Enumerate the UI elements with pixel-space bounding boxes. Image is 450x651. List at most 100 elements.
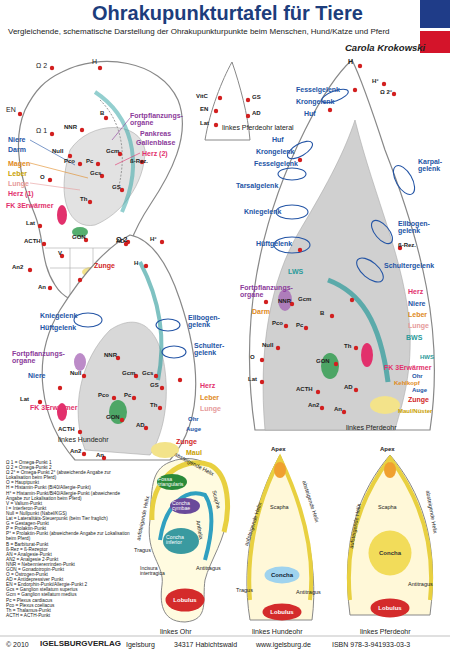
zone-ellipse xyxy=(369,531,412,576)
point-label: Concha cymbae xyxy=(172,501,200,511)
zone-label: Lobulus xyxy=(173,597,196,603)
point-label: FK 3Erwärmer xyxy=(30,404,77,411)
abbreviation-entry: P = Prolaktin-Punkt xyxy=(6,526,134,531)
point-label: FK 3Erwärmer xyxy=(6,202,53,209)
point-label: Niere xyxy=(408,300,426,307)
acupuncture-point xyxy=(88,200,92,204)
point-label: Auge xyxy=(186,426,201,432)
apex-zone xyxy=(384,462,396,478)
point-label: ACTH xyxy=(296,386,313,392)
point-label: Hüftgelenk xyxy=(40,324,76,331)
point-label: B xyxy=(100,110,104,116)
point-label: Ω 2 xyxy=(116,236,127,243)
point-label: Incisura intertragica xyxy=(140,566,176,576)
abbreviation-entry: Null = Nullpunkt (Nabel/KGS) xyxy=(6,511,134,516)
point-label: NNR xyxy=(278,298,291,304)
acupuncture-point xyxy=(98,66,102,70)
point-label: Maul/Nüster xyxy=(398,408,432,414)
point-label: GS xyxy=(112,184,121,190)
acupuncture-point xyxy=(78,430,82,434)
point-label: ß-Rez. xyxy=(398,242,416,248)
joint-zone xyxy=(74,313,102,327)
anthelix-band xyxy=(160,493,211,560)
abbreviation-entry: Ω 2 = Omega-Punkt 2 xyxy=(6,465,134,470)
point-label: Leber xyxy=(8,170,27,177)
helix-band xyxy=(249,458,311,600)
acupuncture-point xyxy=(392,92,396,96)
point-label: Auge xyxy=(412,387,427,393)
acupuncture-point xyxy=(160,240,164,244)
acupuncture-point xyxy=(342,410,346,414)
acupuncture-point xyxy=(48,178,52,182)
abbreviation-entry: AN2 = Analgesie 2-Punkt xyxy=(6,557,134,562)
horse-ear-outline xyxy=(249,60,434,430)
point-label: Null xyxy=(52,148,63,154)
point-label: Ω 1 xyxy=(36,127,47,134)
joint-zone xyxy=(156,319,180,331)
acupuncture-point xyxy=(50,66,54,70)
acupuncture-point xyxy=(120,418,124,422)
point-label: Vergleichende, schematische Darstellung … xyxy=(8,28,390,36)
acupuncture-point xyxy=(284,324,288,328)
zone-gon xyxy=(109,400,127,424)
point-label: Karpal-gelenk xyxy=(418,158,450,172)
point-label: EN xyxy=(200,106,208,112)
point-label: ACTH xyxy=(24,238,41,244)
acupuncture-point xyxy=(354,346,358,350)
abbreviation-entry: Th = Thalamus-Punkt xyxy=(6,608,134,613)
zone-mouth xyxy=(370,396,400,414)
spine-zone xyxy=(95,92,133,212)
acupuncture-point xyxy=(320,406,324,410)
point-label: Tragus xyxy=(236,588,253,594)
point-label: An xyxy=(38,284,46,290)
acupuncture-point xyxy=(42,242,46,246)
abbreviation-entry: ß-Rez = ß-Rezeptor xyxy=(6,547,134,552)
dog-ear-outline xyxy=(42,235,195,460)
point-label: aufsteigende Helix xyxy=(136,496,151,541)
zone-label: Concha xyxy=(271,572,293,578)
point-label: Carola Krokowski xyxy=(345,43,425,53)
point-label: Fortpflanzungs-organe xyxy=(130,112,190,126)
acupuncture-point xyxy=(50,132,54,136)
joint-ellipses xyxy=(274,87,419,287)
acupuncture-point xyxy=(298,248,302,252)
abbreviation-entry: AD = Antidepressiver Punkt xyxy=(6,577,134,582)
acupuncture-point xyxy=(48,286,52,290)
point-label: www.igelsburg.de xyxy=(256,641,311,648)
point-label: Lunge xyxy=(8,180,29,187)
point-label: Pc xyxy=(86,158,93,164)
acupuncture-point xyxy=(218,96,222,100)
point-label: Ω 2 xyxy=(36,62,47,69)
joint-zone xyxy=(278,168,306,180)
zone-ellipse xyxy=(263,604,302,621)
point-label: Antitragus xyxy=(408,582,433,588)
zone-genital xyxy=(74,353,86,371)
point-label: H° xyxy=(150,236,157,242)
point-label: Tarsalgelenk xyxy=(236,182,278,189)
point-label: Ω 2° xyxy=(380,89,392,95)
point-label: Ellbogen-gelenk xyxy=(188,314,222,328)
point-label: ACTH xyxy=(58,426,75,432)
point-label: Krongelenk xyxy=(296,98,335,105)
abbreviation-entry: EN = Endorphin-Punkt/Allergie-Punkt 2 xyxy=(6,582,134,587)
point-label: An2 xyxy=(308,402,319,408)
acupuncture-point xyxy=(260,358,264,362)
point-label: Krongelenk xyxy=(256,148,295,155)
point-label: H xyxy=(134,260,138,266)
abbreviation-entry: Ω 1 = Omega-Punkt 1 xyxy=(6,460,134,465)
anatomy-zone: Lobulus xyxy=(262,603,302,621)
acupuncture-point xyxy=(350,298,354,302)
point-label: Fesselgelenk xyxy=(296,86,340,93)
zone-genital xyxy=(278,289,292,311)
point-label: AD xyxy=(252,110,261,116)
joint-zone xyxy=(353,254,388,287)
point-label: Zunge xyxy=(408,396,429,403)
point-label: B xyxy=(320,310,324,316)
point-label: GON xyxy=(316,358,330,364)
point-label: Schulter-gelenk xyxy=(194,342,228,356)
acupuncture-point xyxy=(330,314,334,318)
point-label: Schultergelenk xyxy=(384,262,434,269)
point-label: linkes Ohr xyxy=(160,628,192,635)
point-label: GON xyxy=(72,234,86,240)
abbreviation-entry: Pc = Plexus cardiacus xyxy=(6,598,134,603)
